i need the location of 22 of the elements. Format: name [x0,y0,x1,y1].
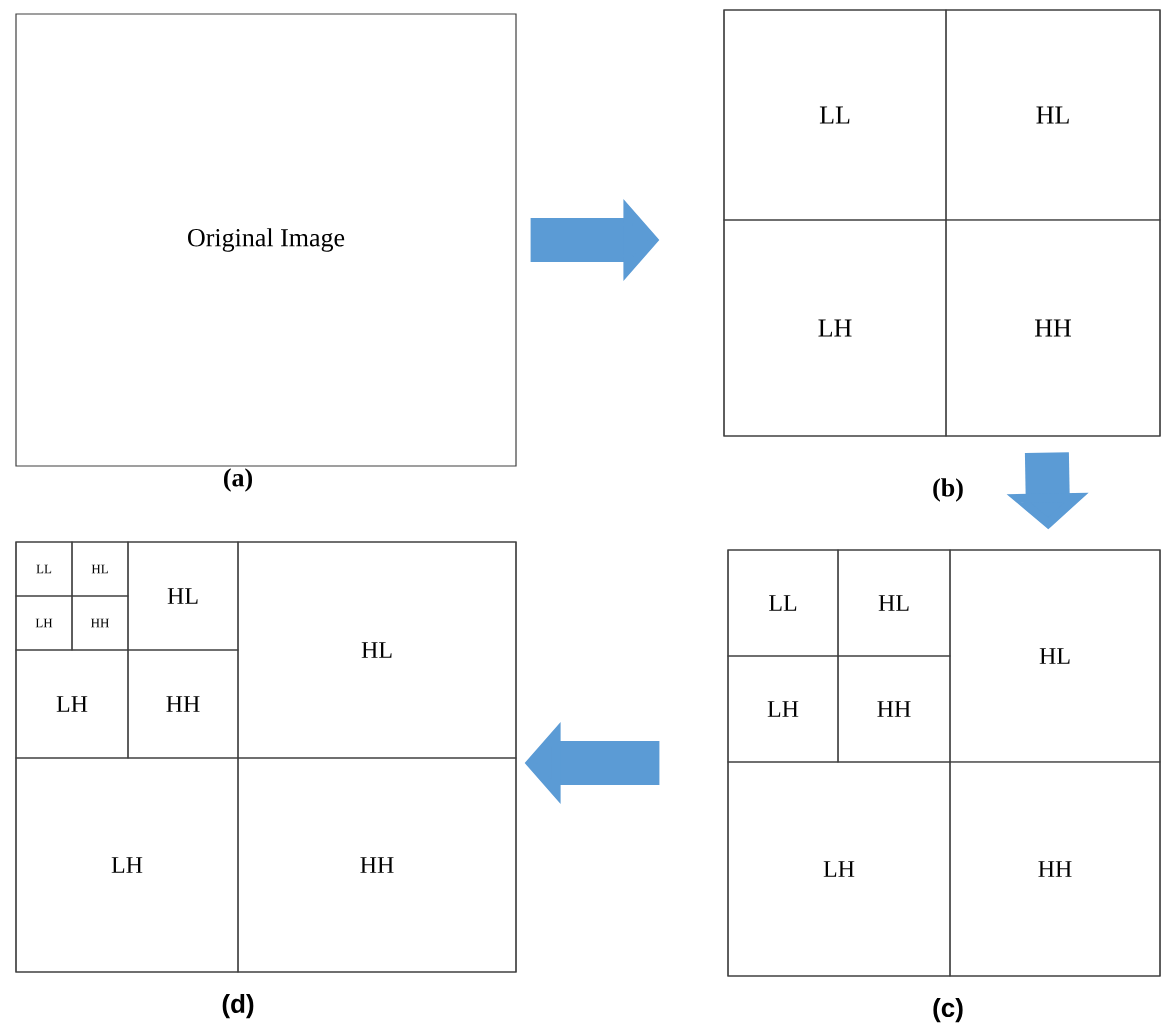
panel-label: (a) [224,468,253,492]
subband-cell: HH [945,219,1161,437]
subband-cell: LH [15,757,239,973]
subband-cell: LL [723,9,947,221]
subband-cell: HH [237,757,517,973]
subband-cell: HH [837,655,951,763]
subband-cell: HH [949,761,1161,977]
panel-label: (b) [933,478,963,502]
subband-cell: HL [237,541,517,759]
image-box: Original Image [15,13,517,467]
subband-cell: LH [15,649,129,759]
subband-cell: HL [837,549,951,657]
subband-cell: HL [945,9,1161,221]
subband-cell: HH [127,649,239,759]
subband-cell: LH [727,655,839,763]
subband-cell: HL [949,549,1161,763]
subband-cell: LH [723,219,947,437]
subband-cell: LH [727,761,951,977]
subband-cell: HL [127,541,239,651]
panel-label: (d) [222,993,254,1019]
subband-cell: LL [727,549,839,657]
panel-label: (c) [933,997,963,1023]
